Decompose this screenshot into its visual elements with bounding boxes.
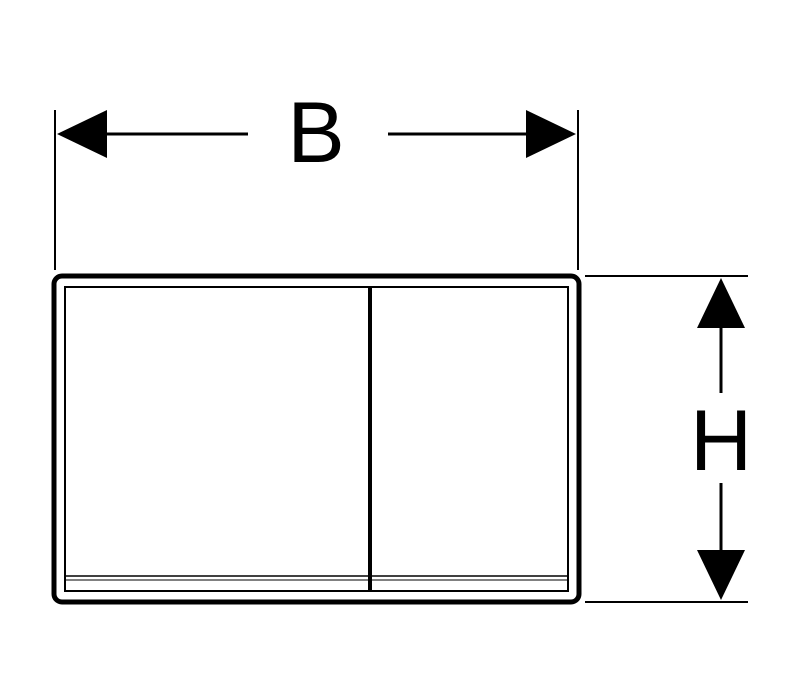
height-arrow-up bbox=[697, 278, 745, 328]
plate-inner-border bbox=[64, 286, 569, 592]
height-label: H bbox=[690, 393, 752, 489]
height-dimension: H bbox=[585, 275, 752, 603]
width-dimension: B bbox=[54, 85, 579, 270]
flush-plate bbox=[51, 273, 582, 605]
height-arrow-down bbox=[697, 550, 745, 600]
plate-outer-border bbox=[51, 273, 582, 605]
width-arrow-left bbox=[57, 110, 107, 158]
width-label: B bbox=[287, 85, 344, 181]
width-arrow-right bbox=[526, 110, 576, 158]
